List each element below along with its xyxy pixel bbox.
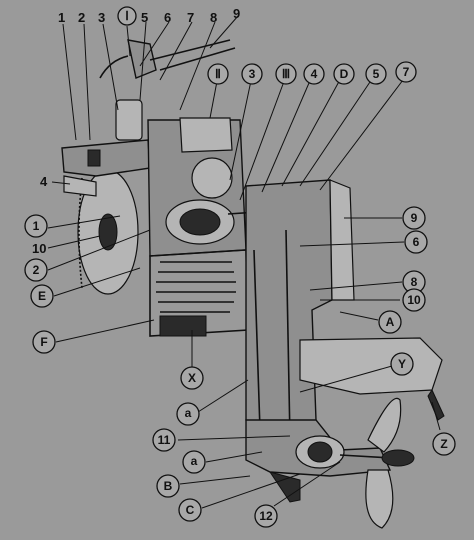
skeg: [268, 471, 301, 503]
circle-11: [152, 428, 176, 452]
carburetor: [115, 99, 143, 141]
label-roman-1: Ⅰ: [125, 9, 129, 23]
label-C: C: [186, 503, 195, 517]
throttle-rod: [149, 39, 231, 61]
label-Z: Z: [440, 437, 447, 451]
circle-a-upper: [176, 402, 200, 426]
label-7-top: 7: [187, 10, 194, 25]
circle-B: [156, 474, 180, 498]
label-7-upper: 7: [403, 65, 410, 79]
propeller: [365, 397, 415, 529]
label-8-right: 8: [411, 275, 418, 289]
label-1-left: 1: [33, 219, 40, 233]
label-8-top: 8: [210, 10, 217, 25]
lower-crank: [159, 315, 207, 337]
label-F: F: [40, 335, 47, 349]
label-X: X: [188, 371, 196, 385]
circle-10-right: [402, 288, 426, 312]
label-Y: Y: [398, 357, 406, 371]
drive-shaft: [285, 229, 291, 441]
circle-C: [178, 498, 202, 522]
circle-7-upper: [395, 61, 417, 83]
bevel-gear-left: [179, 208, 221, 236]
leader-lines: [47, 15, 441, 509]
cylinder-fins: [156, 261, 236, 313]
circle-F: [32, 330, 56, 354]
circle-X: [180, 366, 204, 390]
circle-5-upper: [365, 63, 387, 85]
bracket-bolt: [87, 149, 101, 167]
circle-Z: [432, 432, 456, 456]
control-linkage: [127, 39, 157, 79]
cylinder-head: [179, 117, 233, 153]
circle-1-left: [24, 214, 48, 238]
circle-roman-3: [275, 63, 297, 85]
lower-bevel-gear: [307, 441, 333, 463]
circle-3-upper: [241, 63, 263, 85]
trim-tab: [427, 388, 445, 421]
circle-Y: [390, 352, 414, 376]
label-9-top: 9: [233, 6, 240, 21]
label-E: E: [38, 289, 46, 303]
circle-D: [333, 63, 355, 85]
throttle-cable: [99, 55, 129, 79]
label-2-left: 2: [33, 263, 40, 277]
circle-6-right: [404, 230, 428, 254]
label-5-upper: 5: [373, 67, 380, 81]
label-a-lower: a: [191, 454, 198, 468]
flywheel-hub: [98, 213, 118, 251]
label-4-upper: 4: [311, 67, 318, 81]
label-B: B: [164, 479, 173, 493]
label-2-top: 2: [78, 10, 85, 25]
label-5-top: 5: [141, 10, 148, 25]
circle-A: [378, 310, 402, 334]
circle-12: [254, 504, 278, 528]
upper-bracket: [61, 139, 151, 177]
secondary-shaft: [253, 249, 261, 431]
circle-roman-2: [207, 63, 229, 85]
label-10-left: 10: [32, 241, 46, 256]
crankcase: [191, 157, 233, 199]
circle-4-upper: [303, 63, 325, 85]
circle-9-right: [402, 206, 426, 230]
label-6-top: 6: [164, 10, 171, 25]
part-labels: 1 2 3 Ⅰ 5 6 7 8 9 Ⅱ 3 Ⅲ 4 D 5 7 4 1 10 2…: [24, 6, 456, 528]
label-12: 12: [259, 509, 273, 523]
label-roman-3: Ⅲ: [282, 67, 290, 81]
label-6-right: 6: [413, 235, 420, 249]
label-A: A: [386, 315, 395, 329]
label-11: 11: [158, 433, 171, 447]
circle-2-left: [24, 258, 48, 282]
label-4-left: 4: [40, 174, 48, 189]
label-a-upper: a: [185, 406, 192, 420]
choke-rod: [159, 47, 236, 71]
bracket-foot: [63, 175, 97, 197]
housing-side: [329, 179, 355, 301]
circle-a-lower: [182, 450, 206, 474]
circle-E: [30, 284, 54, 308]
circle-roman-1: [117, 6, 137, 26]
label-3-upper: 3: [249, 67, 256, 81]
label-10-right: 10: [407, 293, 421, 307]
engine-assembly: [61, 39, 445, 529]
label-3-top: 3: [98, 10, 105, 25]
label-roman-2: Ⅱ: [215, 67, 221, 81]
label-9-right: 9: [411, 211, 418, 225]
label-1-top: 1: [58, 10, 65, 25]
label-D: D: [340, 67, 349, 81]
